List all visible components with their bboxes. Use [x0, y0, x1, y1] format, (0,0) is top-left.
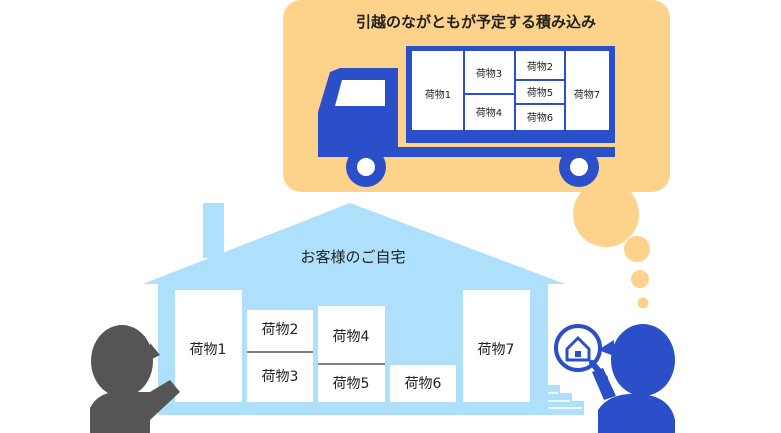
truck-cargo-label: 荷物6: [527, 111, 553, 124]
house-box-4-5: [318, 306, 385, 402]
house-box-7: [463, 290, 530, 402]
truck-window: [335, 80, 385, 106]
magnifier-house-icon: [554, 324, 608, 381]
house-box-6: [390, 365, 456, 402]
truck-icon: 荷物1 荷物3 荷物4 荷物2 荷物5 荷物6 荷物7: [318, 46, 615, 187]
bubble-dot-tiny: [637, 297, 649, 309]
truck-cargo-label: 荷物7: [574, 88, 600, 101]
truck-cargo-label: 荷物5: [527, 86, 553, 99]
truck-cargo-label: 荷物1: [425, 88, 451, 101]
truck-slot-4: [565, 51, 609, 130]
house-item-label: 荷物6: [405, 376, 442, 392]
customer-head: [91, 325, 153, 397]
house-item-label: 荷物3: [262, 369, 299, 385]
mini-house-shape: [565, 336, 591, 362]
house-steps: [548, 385, 584, 415]
house-item-label: 荷物4: [333, 329, 370, 345]
truck-slot-3: [515, 51, 565, 130]
staff-body: [598, 393, 675, 433]
bubble-title: 引越のながともが予定する積み込み: [356, 13, 596, 31]
staff-nose: [598, 340, 614, 356]
truck-cargo-label: 荷物3: [476, 67, 502, 80]
house-item-label: 荷物7: [478, 342, 515, 358]
house-box-1: [175, 290, 242, 402]
step-lines: [548, 392, 582, 409]
truck-hub-front: [357, 158, 375, 176]
house-item-label: 荷物5: [333, 376, 370, 392]
truck-cargo-label: 荷物2: [527, 60, 553, 73]
customer-nose: [150, 343, 160, 360]
house-item-label: 荷物2: [262, 322, 299, 338]
house: お客様のご自宅 荷物1 荷物2 荷物3 荷物4 荷物5 荷物6 荷物7: [143, 203, 584, 415]
magnifier-handle: [589, 360, 608, 381]
house-title: お客様のご自宅: [300, 248, 405, 266]
truck-cargo-label: 荷物4: [476, 106, 502, 119]
truck-slot-2: [464, 51, 515, 130]
staff-head: [611, 324, 675, 396]
staff-arm: [592, 368, 616, 400]
truck-slot-1: [412, 51, 464, 130]
house-chimney: [203, 203, 224, 258]
bubble-dot-small: [631, 270, 649, 288]
customer-person-icon: [90, 325, 180, 433]
truck-hub-rear: [570, 158, 588, 176]
house-box-2-3: [247, 310, 313, 402]
truck-chassis: [318, 147, 615, 157]
mini-house-door: [575, 351, 581, 357]
house-item-label: 荷物1: [190, 342, 227, 358]
customer-body: [90, 380, 180, 433]
bubble-dot-large: [573, 181, 639, 247]
bubble-dot-medium: [624, 236, 650, 262]
staff-person-icon: [592, 324, 675, 433]
